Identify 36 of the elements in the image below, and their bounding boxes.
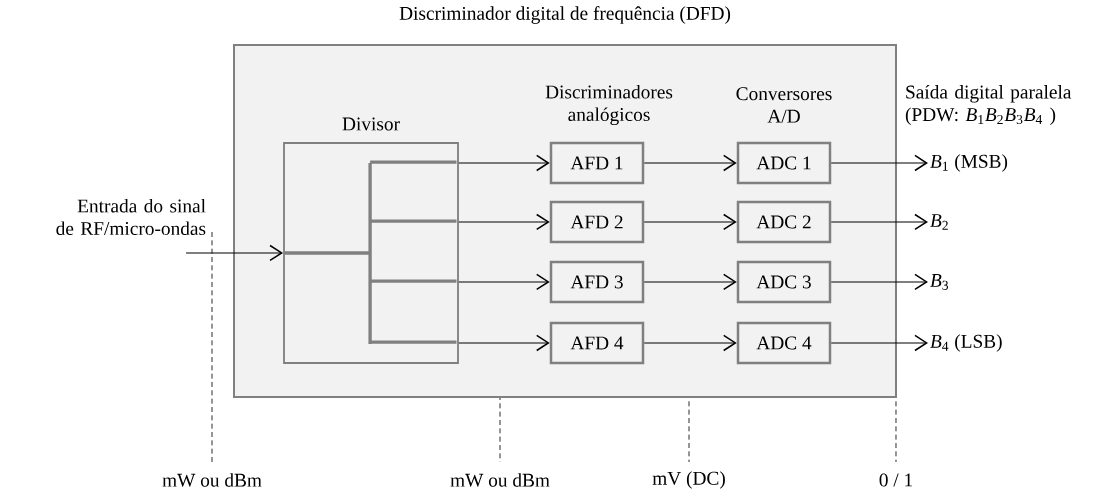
block-box: ADC 3 xyxy=(736,260,832,304)
unit-label: mW ou dBm xyxy=(450,473,550,487)
divider-block: Divisor xyxy=(283,117,459,364)
output-bit: B$_{4}$ (LSB) xyxy=(930,334,1002,352)
arrow xyxy=(458,213,550,231)
arrow xyxy=(643,154,737,172)
arrow xyxy=(643,213,737,231)
arrow xyxy=(458,273,550,291)
output-bit: B$_{1}$ (MSB) xyxy=(930,154,1008,172)
column-heading: Discriminadores analógicos xyxy=(545,84,673,126)
unit-label: mW ou dBm xyxy=(162,473,262,487)
block-box: AFD 4 xyxy=(549,321,645,365)
arrow xyxy=(185,244,284,262)
block-box: AFD 1 xyxy=(549,141,645,185)
arrow xyxy=(458,154,550,172)
arrow xyxy=(830,154,928,172)
arrow xyxy=(830,334,928,352)
block-box: ADC 4 xyxy=(736,321,832,365)
input-label: Entrada do sinal de RF/micro-ondas xyxy=(56,198,206,236)
arrow xyxy=(830,213,928,231)
arrow xyxy=(830,273,928,291)
arrow xyxy=(643,334,737,352)
block-box: AFD 2 xyxy=(549,200,645,244)
node-label: Discriminador digital de frequência (DFD) xyxy=(399,6,731,24)
arrow xyxy=(458,334,550,352)
block-box: ADC 2 xyxy=(736,200,832,244)
output-bit: B$_{3}$ xyxy=(930,274,949,290)
arrow xyxy=(643,273,737,291)
column-heading: Conversores A/D xyxy=(736,87,832,123)
column-heading: Saída digital paralela (PDW: B$_{1}$B$_{2}$B$_{3}$B$_{4}$ ) xyxy=(905,84,1072,126)
unit-label: 0 / 1 xyxy=(879,473,913,487)
block-box: ADC 1 xyxy=(736,141,832,185)
node-label: Divisor xyxy=(342,117,400,131)
block-box: AFD 3 xyxy=(549,260,645,304)
unit-label: mV (DC) xyxy=(652,471,725,489)
output-bit: B$_{2}$ xyxy=(930,214,948,230)
